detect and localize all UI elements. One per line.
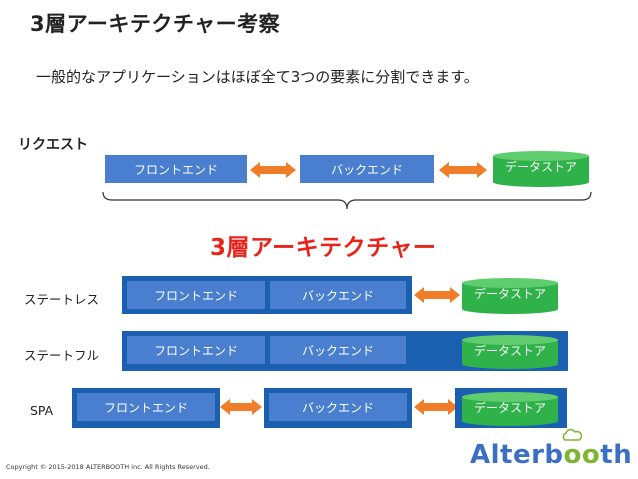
logo-middle: oo: [563, 440, 601, 470]
datastore-cylinder: データストア: [460, 334, 560, 370]
frontend-label: フロントエンド: [103, 400, 188, 415]
frontend-box: フロントエンド: [127, 336, 265, 364]
row-label-stateful: ステートフル: [24, 348, 100, 363]
backend-box: バックエンド: [270, 281, 406, 309]
backend-box: バックエンド: [270, 336, 406, 364]
frontend-box: フロントエンド: [77, 393, 215, 421]
double-arrow-icon: [414, 399, 458, 415]
double-arrow-icon: [414, 287, 460, 303]
backend-label: バックエンド: [301, 288, 374, 303]
alterbooth-logo: Alterbooth: [470, 440, 632, 470]
datastore-label: データストア: [473, 344, 546, 358]
frontend-box: フロントエンド: [127, 281, 265, 309]
page-title: 3層アーキテクチャー考察: [30, 12, 281, 36]
datastore-cylinder: データストア: [491, 150, 591, 188]
datastore-label: データストア: [473, 287, 546, 301]
frontend-label: フロントエンド: [133, 162, 218, 177]
frontend-label: フロントエンド: [153, 343, 238, 358]
copyright-text: Copyright © 2015-2018 ALTERBOOTH inc. Al…: [6, 463, 210, 471]
frontend-label: フロントエンド: [153, 288, 238, 303]
datastore-label: データストア: [504, 160, 577, 174]
backend-box: バックエンド: [300, 155, 434, 183]
cloud-icon: [562, 428, 583, 441]
frontend-box: フロントエンド: [105, 155, 247, 183]
double-arrow-icon: [220, 399, 262, 415]
double-arrow-icon: [439, 162, 487, 178]
logo-prefix: Alterb: [470, 440, 564, 470]
logo-suffix: th: [600, 440, 633, 470]
backend-label: バックエンド: [301, 343, 374, 358]
request-label: リクエスト: [18, 137, 88, 153]
row-label-stateless: ステートレス: [24, 292, 100, 307]
backend-box: バックエンド: [269, 393, 407, 421]
row-label-spa: SPA: [30, 403, 54, 418]
backend-label: バックエンド: [301, 400, 374, 415]
architecture-heading: 3層アーキテクチャー: [210, 235, 437, 261]
double-arrow-icon: [250, 162, 296, 178]
datastore-cylinder: データストア: [460, 391, 560, 427]
page-subtitle: 一般的なアプリケーションはほぼ全て3つの要素に分割できます。: [36, 68, 479, 86]
brace-icon: [102, 191, 592, 210]
datastore-label: データストア: [473, 401, 546, 415]
backend-label: バックエンド: [330, 162, 403, 177]
datastore-cylinder: データストア: [460, 277, 560, 315]
